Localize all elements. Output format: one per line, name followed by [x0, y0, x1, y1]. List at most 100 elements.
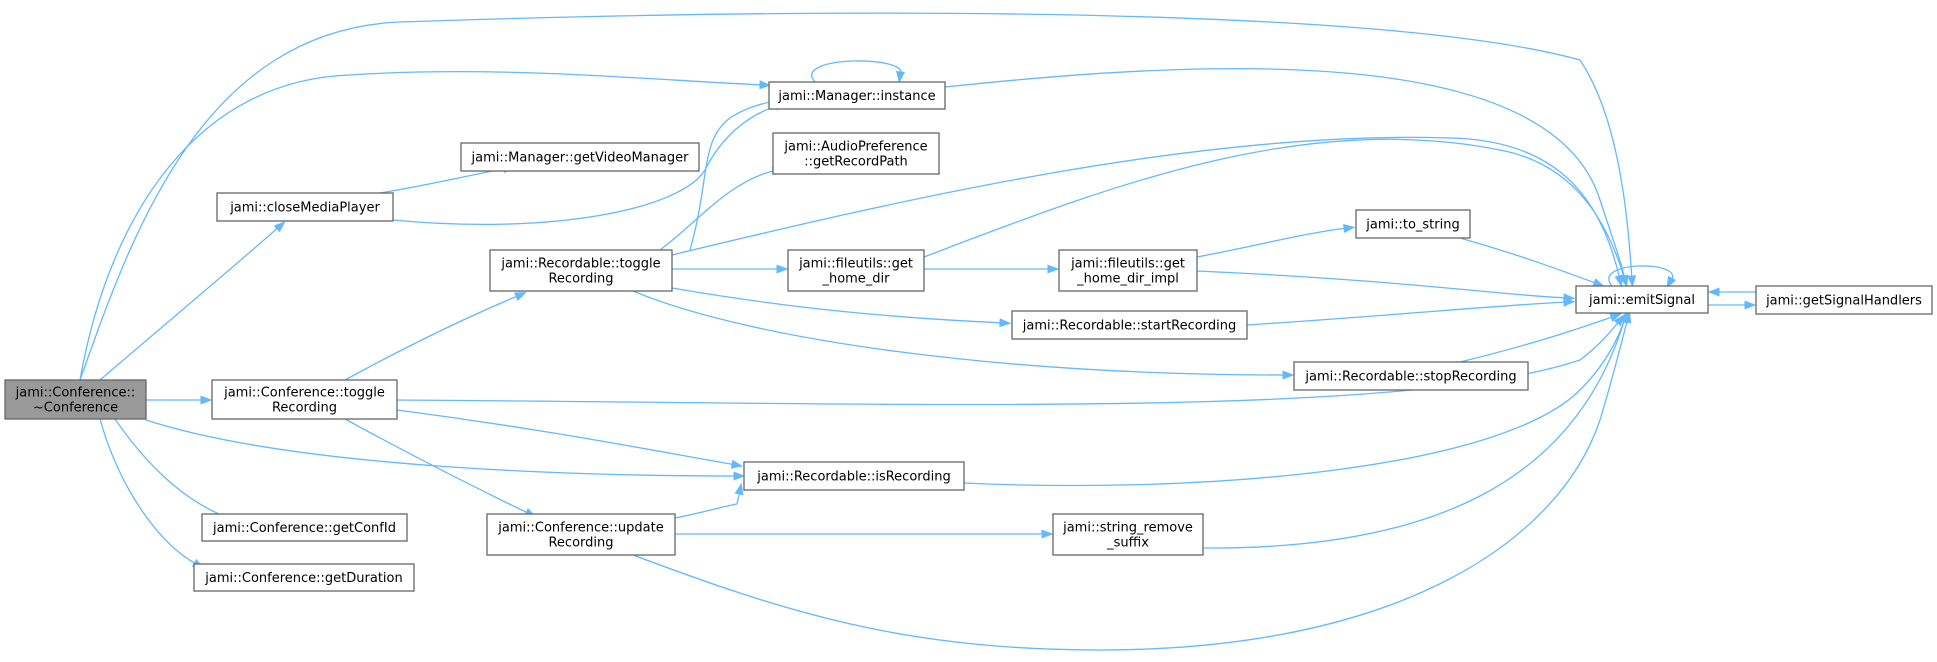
node-box	[216, 192, 394, 222]
arrowhead	[1609, 313, 1623, 322]
node-label-line: jami::Conference::update	[497, 521, 663, 536]
edge-updateRecording-to-isRecording	[674, 482, 744, 519]
node-root[interactable]: jami::Conference::~Conference	[4, 379, 147, 420]
edge-stringRemoveSuffix-to-emitSignal	[1202, 310, 1629, 549]
node-box	[1755, 285, 1933, 315]
edge-emitSignal-to-emitSignal	[1608, 265, 1677, 289]
node-label-line: _suffix	[1106, 536, 1149, 551]
edge-root-to-confToggle	[146, 395, 213, 405]
arrowhead	[1047, 264, 1060, 274]
arrowhead	[1041, 529, 1054, 539]
node-box	[1011, 310, 1248, 340]
node-get-duration[interactable]: jami::Conference::getDuration	[193, 563, 415, 592]
edge-line	[1202, 317, 1626, 549]
node-label-line: jami::fileutils::get	[1070, 257, 1185, 272]
edge-confToggle-to-updateRecording	[344, 418, 537, 518]
node-instance[interactable]: jami::Manager::instance	[768, 81, 946, 110]
node-box	[193, 563, 415, 592]
arrowhead	[1592, 278, 1605, 287]
node-label-line: jami::getSignalHandlers	[1765, 294, 1922, 309]
arrowhead	[999, 318, 1012, 328]
edge-line	[1196, 227, 1349, 258]
arrowhead	[734, 482, 744, 496]
edge-updateRecording-to-stringRemoveSuffix	[675, 529, 1054, 539]
node-label-line: jami::Manager::getVideoManager	[471, 151, 690, 166]
arrowhead	[1627, 275, 1637, 288]
edge-toString-to-emitSignal	[1459, 237, 1605, 287]
node-home-dir-impl[interactable]: jami::fileutils::get_home_dir_impl	[1058, 249, 1198, 292]
node-emit-signal[interactable]: jami::emitSignal	[1575, 285, 1709, 314]
edge-line	[99, 418, 199, 566]
node-label-line: jami::emitSignal	[1588, 293, 1695, 308]
node-get-conf-id[interactable]: jami::Conference::getConfId	[201, 513, 408, 542]
arrowhead	[1619, 310, 1629, 324]
edge-line	[1246, 301, 1569, 326]
edge-root-to-getConfId	[114, 418, 240, 522]
function-nodes: jami::Conference::~Conference jami::close…	[4, 81, 1933, 592]
edge-line	[632, 290, 1288, 376]
edge-line	[379, 167, 509, 194]
node-get-record-path[interactable]: jami::AudioPreference::getRecordPath	[772, 132, 940, 175]
arrowhead	[1707, 287, 1720, 297]
node-box	[460, 142, 700, 172]
node-label-line: ::getRecordPath	[804, 155, 908, 170]
edge-line	[145, 419, 739, 477]
node-to-string[interactable]: jami::to_string	[1355, 209, 1471, 239]
edge-line	[632, 317, 1629, 651]
node-is-recording[interactable]: jami::Recordable::isRecording	[743, 461, 965, 491]
arrowhead	[273, 221, 286, 233]
edge-instance-to-emitSignal	[944, 67, 1629, 288]
node-label-line: jami::Manager::instance	[777, 89, 935, 104]
edge-getSignalHandlers-to-emitSignal	[1707, 287, 1756, 297]
node-start-recording[interactable]: jami::Recordable::startRecording	[1011, 310, 1248, 340]
edge-root-to-getDuration	[99, 418, 205, 569]
node-label-line: Recording	[272, 401, 337, 416]
node-label-line: jami::AudioPreference	[783, 140, 927, 155]
edge-startRecording-to-emitSignal	[1246, 297, 1576, 326]
node-box	[1293, 361, 1529, 391]
edge-confToggle-to-isRecording	[396, 409, 744, 469]
arrowhead	[1282, 370, 1295, 380]
node-home-dir[interactable]: jami::fileutils::get_home_dir	[787, 249, 925, 292]
edge-homeDirImpl-to-emitSignal	[1196, 270, 1576, 303]
node-box	[787, 249, 925, 292]
node-close-media-player[interactable]: jami::closeMediaPlayer	[216, 192, 394, 222]
node-label-line: Recording	[548, 272, 613, 287]
node-label-line: jami::Recordable::isRecording	[756, 470, 951, 485]
node-label-line: jami::Conference::toggle	[223, 386, 385, 401]
edge-line	[396, 409, 737, 466]
edge-line	[659, 169, 778, 251]
edge-emitSignal-to-getSignalHandlers	[1708, 300, 1757, 310]
edge-confToggle-to-recToggle	[344, 292, 527, 381]
arrowhead	[1744, 300, 1757, 310]
arrowhead	[1666, 275, 1677, 289]
node-box	[1058, 249, 1198, 292]
edge-line	[344, 294, 521, 381]
node-label-line: jami::closeMediaPlayer	[229, 201, 380, 216]
edge-recToggle-to-homeDir	[672, 264, 789, 274]
edge-homeDir-to-homeDirImpl	[924, 264, 1060, 274]
node-box	[772, 132, 940, 175]
node-label-line: jami::Conference::getDuration	[204, 571, 402, 586]
edge-line	[671, 287, 1005, 324]
node-get-video-manager[interactable]: jami::Manager::getVideoManager	[460, 142, 700, 172]
node-box	[1355, 209, 1471, 239]
node-string-remove-suffix[interactable]: jami::string_remove_suffix	[1052, 513, 1204, 556]
node-get-signal-handlers[interactable]: jami::getSignalHandlers	[1755, 285, 1933, 315]
node-label-line: jami::Conference::getConfId	[212, 521, 396, 536]
edge-line	[392, 104, 781, 226]
edge-homeDirImpl-to-toString	[1196, 224, 1356, 258]
node-box	[743, 461, 965, 491]
arrowhead	[730, 459, 744, 469]
edge-line	[79, 70, 765, 381]
edge-root-to-closeMediaPlayer	[99, 221, 286, 381]
node-stop-recording[interactable]: jami::Recordable::stopRecording	[1293, 361, 1529, 391]
edge-line	[811, 60, 902, 83]
edge-root-to-instance	[79, 70, 772, 381]
node-label-line: jami::fileutils::get	[798, 257, 913, 272]
node-box	[486, 513, 676, 556]
edge-line	[963, 317, 1626, 487]
